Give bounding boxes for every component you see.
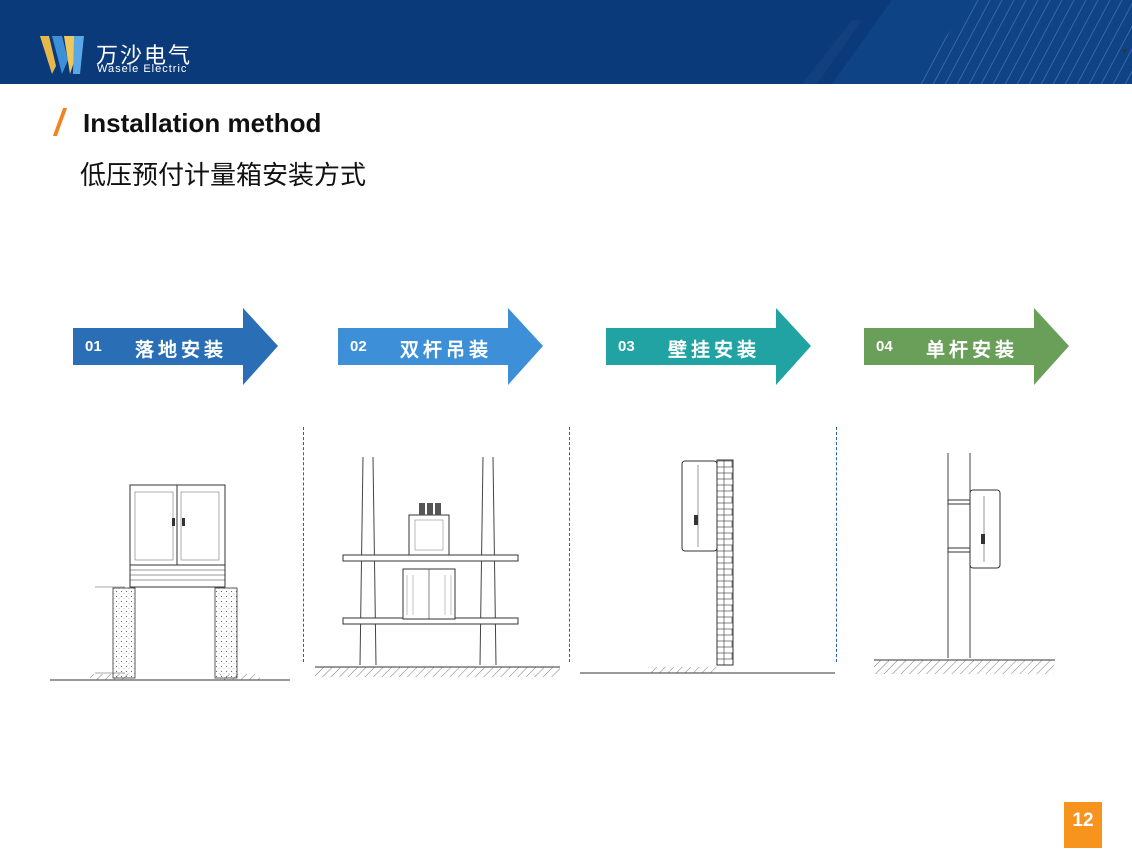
floor-mount-drawing [50, 484, 290, 681]
step-arrow-1: 01 落地安装 [73, 308, 279, 385]
page-title: Installation method [83, 108, 322, 138]
column-divider [569, 427, 570, 662]
step-label: 双杆吊装 [400, 339, 493, 361]
arrow-shape-icon [864, 308, 1069, 385]
step-number: 03 [618, 338, 635, 355]
edge-marker: ▾ [1122, 46, 1127, 56]
single-pole-mount-drawing [874, 453, 1055, 674]
arrow-shape-icon [606, 308, 811, 385]
title-accent-slash [52, 108, 68, 136]
step-label: 单杆安装 [926, 339, 1019, 361]
double-pole-mount-drawing [315, 456, 560, 677]
step-number: 01 [85, 338, 102, 355]
brand-name-cn: 万沙电气 [96, 44, 193, 69]
step-number: 02 [350, 338, 367, 355]
step-arrow-3: 03 壁挂安装 [606, 308, 812, 385]
page-subtitle: 低压预付计量箱安装方式 [80, 161, 367, 191]
step-arrow-4: 04 单杆安装 [864, 308, 1070, 385]
step-number: 04 [876, 338, 893, 355]
arrow-shape-icon [73, 308, 278, 385]
wasele-logo [40, 36, 84, 74]
step-label: 落地安装 [135, 339, 228, 361]
arrow-shape-icon [338, 308, 543, 385]
step-arrow-2: 02 双杆吊装 [338, 308, 544, 385]
step-label: 壁挂安装 [668, 339, 761, 361]
column-divider [836, 427, 837, 662]
column-divider [303, 427, 304, 662]
header-stripe-pattern [802, 0, 1132, 84]
wall-mount-drawing [580, 459, 835, 674]
page-number-badge: 12 [1064, 802, 1102, 848]
header-bar: 万沙电气 Wasele Electric [0, 0, 1132, 84]
brand-name-en: Wasele Electric [97, 63, 188, 75]
